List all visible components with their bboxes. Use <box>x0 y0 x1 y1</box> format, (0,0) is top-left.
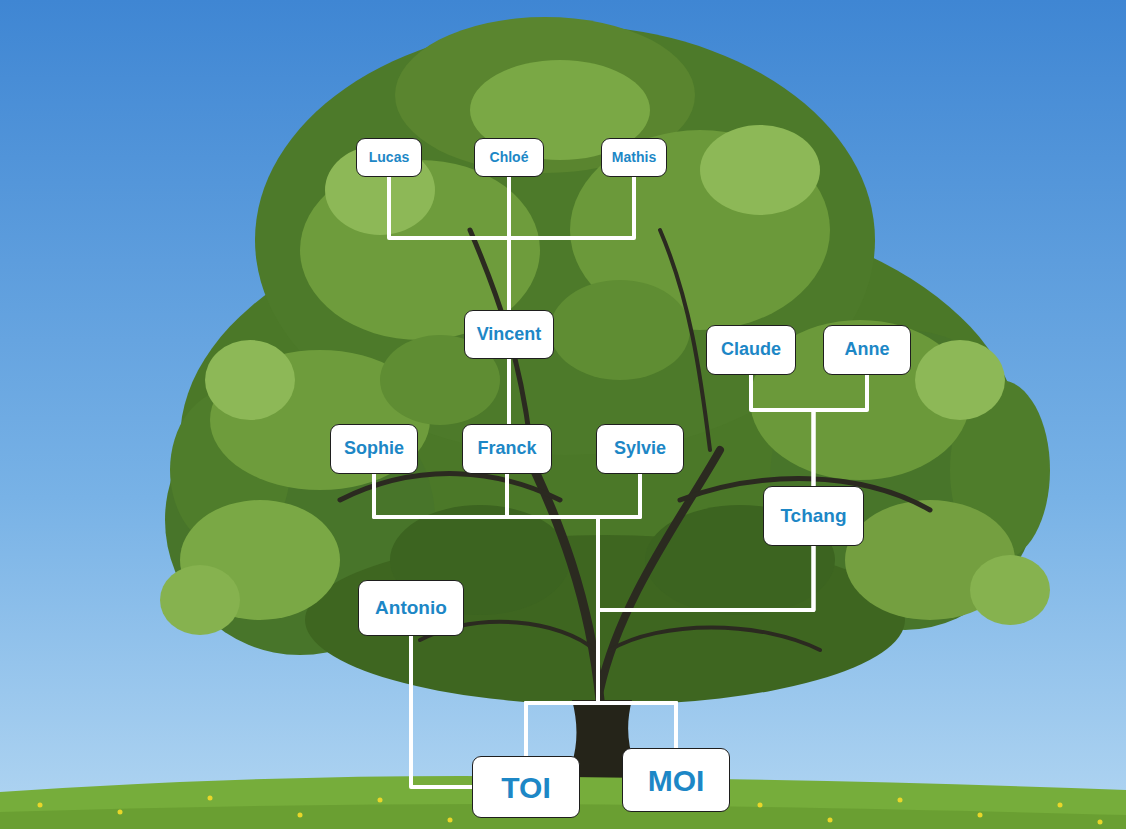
person-box: Sophie <box>330 424 418 474</box>
foliage <box>700 125 820 215</box>
person-box: Sylvie <box>596 424 684 474</box>
flower <box>378 798 383 803</box>
person-name: Chloé <box>490 150 529 165</box>
family-link <box>389 177 509 310</box>
family-link <box>509 177 634 310</box>
foliage <box>395 17 695 173</box>
person-name: Sophie <box>344 439 404 459</box>
person-box: Lucas <box>356 138 422 177</box>
flower <box>38 803 43 808</box>
person-name: Antonio <box>375 598 447 619</box>
family-link <box>598 546 814 748</box>
person-box: Anne <box>823 325 911 375</box>
family-link <box>507 359 511 424</box>
flower <box>1098 820 1103 825</box>
family-link <box>751 375 814 486</box>
foliage <box>970 555 1050 625</box>
family-link <box>526 546 814 756</box>
flower <box>1058 803 1063 808</box>
family-link <box>411 636 472 787</box>
flower <box>208 796 213 801</box>
foliage <box>550 280 690 380</box>
flower <box>978 813 983 818</box>
person-name: Tchang <box>780 506 846 527</box>
foliage <box>915 340 1005 420</box>
branch <box>610 628 820 651</box>
person-box: Antonio <box>358 580 464 636</box>
person-name: Vincent <box>477 325 542 345</box>
branch <box>600 450 720 690</box>
tree-branches <box>340 230 930 700</box>
person-box: Mathis <box>601 138 667 177</box>
flower <box>298 813 303 818</box>
tree-canopy <box>160 17 1050 705</box>
flower <box>118 810 123 815</box>
person-name: Anne <box>845 340 890 360</box>
person-name: Franck <box>477 439 536 459</box>
branch <box>660 230 710 450</box>
flower <box>758 803 763 808</box>
person-box: Tchang <box>763 486 864 546</box>
person-box: Franck <box>462 424 552 474</box>
flower <box>898 798 903 803</box>
person-box: Chloé <box>474 138 544 177</box>
person-name: TOI <box>501 771 550 804</box>
person-box: TOI <box>472 756 580 818</box>
family-link <box>814 375 868 486</box>
person-name: Sylvie <box>614 439 666 459</box>
person-box: MOI <box>622 748 730 812</box>
person-name: MOI <box>648 764 705 797</box>
person-box: Claude <box>706 325 796 375</box>
person-name: Mathis <box>612 150 656 165</box>
branch <box>520 440 600 700</box>
foliage <box>205 340 295 420</box>
person-name: Claude <box>721 340 781 360</box>
flower <box>448 818 453 823</box>
foliage <box>160 565 240 635</box>
person-box: Vincent <box>464 310 554 359</box>
flower <box>828 818 833 823</box>
person-name: Lucas <box>369 150 409 165</box>
